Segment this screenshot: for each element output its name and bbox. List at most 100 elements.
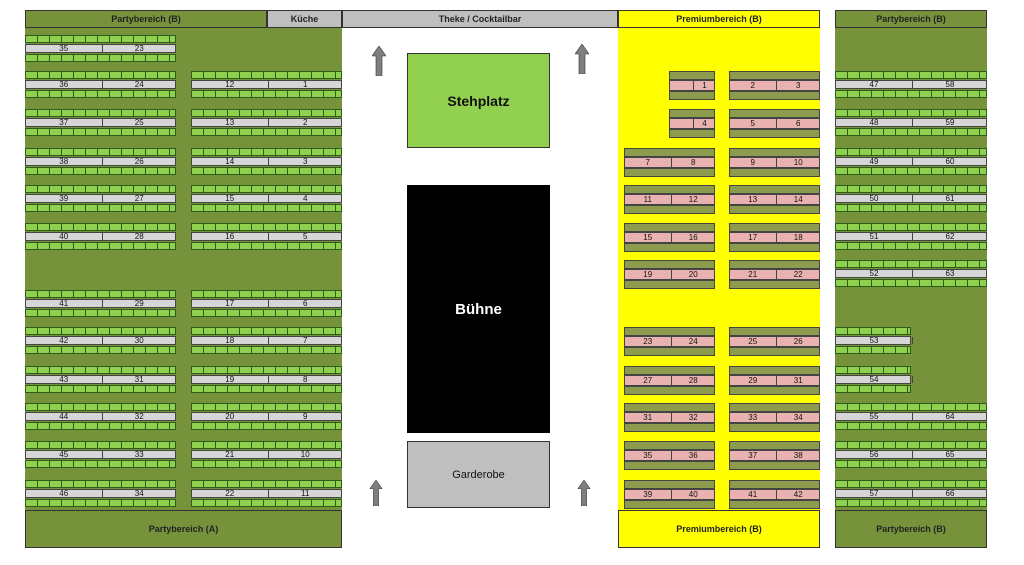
premium-chair-row bbox=[624, 480, 715, 489]
table-number: 5 bbox=[303, 232, 308, 241]
table-number: 53 bbox=[869, 336, 879, 345]
chair-row bbox=[191, 109, 342, 117]
table-number: 6 bbox=[303, 299, 308, 308]
table-divider bbox=[267, 233, 269, 240]
table-number: 13 bbox=[225, 118, 235, 127]
table-divider bbox=[693, 81, 694, 90]
table-number: 59 bbox=[945, 118, 955, 127]
table-number: 23 bbox=[643, 337, 653, 346]
table-number: 3 bbox=[303, 157, 308, 166]
chair-row bbox=[25, 167, 176, 175]
chair-row bbox=[835, 167, 987, 175]
table-number: 32 bbox=[134, 412, 144, 421]
chair-row bbox=[191, 128, 342, 136]
table-divider bbox=[101, 300, 103, 307]
chair-row bbox=[25, 128, 176, 136]
chair-row bbox=[835, 185, 987, 193]
table-divider bbox=[693, 119, 694, 128]
table-divider bbox=[775, 451, 777, 460]
chair-row bbox=[191, 327, 342, 335]
table-bar: 23 24 bbox=[624, 336, 715, 347]
premium-chair-row bbox=[624, 423, 715, 432]
chair-row bbox=[835, 385, 911, 393]
table-number: 3 bbox=[796, 81, 801, 90]
header-kitchen: Küche bbox=[267, 10, 342, 28]
chair-row bbox=[835, 460, 987, 468]
table-number: 4 bbox=[702, 119, 707, 128]
standing-label: Stehplatz bbox=[447, 92, 510, 109]
table-divider bbox=[775, 337, 777, 346]
table-number: 32 bbox=[688, 413, 698, 422]
table-number: 35 bbox=[643, 451, 653, 460]
table-divider bbox=[267, 300, 269, 307]
premium-chair-row bbox=[729, 441, 820, 450]
table-number: 27 bbox=[134, 194, 144, 203]
table-number: 19 bbox=[225, 375, 235, 384]
table-number: 65 bbox=[945, 450, 955, 459]
table-divider bbox=[775, 233, 777, 242]
table-number: 24 bbox=[688, 337, 698, 346]
table-number: 27 bbox=[643, 376, 653, 385]
chair-row bbox=[835, 242, 987, 250]
premium-chair-row bbox=[729, 386, 820, 395]
chair-row bbox=[835, 480, 987, 488]
chair-row bbox=[835, 279, 987, 287]
premium-chair-row bbox=[624, 461, 715, 470]
premium-chair-row bbox=[729, 243, 820, 252]
chair-row bbox=[25, 185, 176, 193]
table-divider bbox=[101, 376, 103, 383]
table-number: 21 bbox=[225, 450, 235, 459]
chair-row bbox=[835, 128, 987, 136]
standing-area: Stehplatz bbox=[407, 53, 550, 148]
chair-row bbox=[25, 441, 176, 449]
premium-chair-row bbox=[624, 366, 715, 375]
table-number: 31 bbox=[134, 375, 144, 384]
premium-chair-row bbox=[729, 71, 820, 80]
premium-chair-row bbox=[729, 148, 820, 157]
table-divider bbox=[912, 270, 913, 277]
table-divider bbox=[101, 451, 103, 458]
table-number: 11 bbox=[301, 489, 310, 498]
chair-row bbox=[835, 204, 987, 212]
table-number: 49 bbox=[869, 157, 879, 166]
table-divider bbox=[101, 490, 103, 497]
premium-chair-row bbox=[729, 347, 820, 356]
table-divider bbox=[912, 337, 913, 344]
table-number: 63 bbox=[945, 269, 955, 278]
table-number: 4 bbox=[303, 194, 308, 203]
chair-row bbox=[835, 327, 911, 335]
chair-row bbox=[25, 242, 176, 250]
table-divider bbox=[267, 376, 269, 383]
chair-row bbox=[835, 366, 911, 374]
table-divider bbox=[670, 270, 672, 279]
table-number: 40 bbox=[688, 490, 698, 499]
